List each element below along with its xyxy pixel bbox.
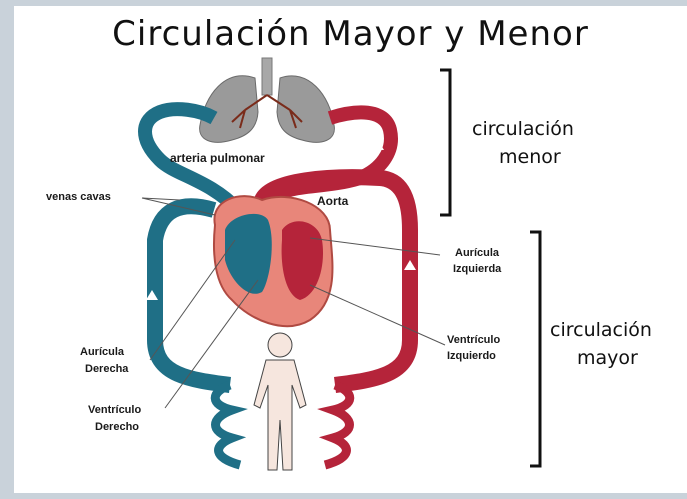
systemic-circuit bbox=[147, 169, 418, 393]
human-figure bbox=[253, 332, 307, 471]
diagram-panel: Circulación Mayor y Menor bbox=[14, 6, 687, 493]
flow-arrows bbox=[146, 126, 416, 300]
diagram-labels: arteria pulmonar venas cavas Aorta Auríc… bbox=[46, 151, 502, 433]
bronchi bbox=[231, 94, 303, 129]
label-auricula-izquierda-2: Izquierda bbox=[453, 263, 502, 275]
label-arteria-pulmonar: arteria pulmonar bbox=[170, 151, 265, 165]
label-ventriculo-izquierdo: Ventrículo bbox=[447, 334, 500, 346]
bracket-mayor bbox=[530, 230, 542, 468]
label-ventriculo-derecho-2: Derecho bbox=[95, 421, 139, 433]
figure-head bbox=[267, 332, 293, 358]
auricula-izquierda-leader bbox=[309, 237, 441, 256]
label-aorta: Aorta bbox=[317, 194, 349, 208]
label-ventriculo-izquierdo-2: Izquierdo bbox=[447, 350, 496, 362]
capillary-beds bbox=[210, 380, 355, 470]
heart-illustration bbox=[212, 195, 334, 328]
diagram-title: Circulación Mayor y Menor bbox=[112, 14, 589, 54]
bracket-menor bbox=[440, 68, 452, 217]
lungs-illustration bbox=[199, 57, 335, 143]
label-menor: menor bbox=[499, 146, 561, 168]
auricula-derecha-leader bbox=[149, 239, 236, 361]
venas-cavas-leader bbox=[141, 197, 216, 216]
arrow-icon bbox=[162, 126, 170, 138]
venous-capillaries bbox=[210, 380, 248, 470]
label-auricula-derecha: Aurícula bbox=[80, 346, 125, 358]
label-circulacion-mayor: circulación bbox=[550, 319, 652, 341]
label-auricula-izquierda: Aurícula bbox=[455, 247, 500, 259]
leader-lines bbox=[141, 197, 446, 409]
aorta-loop bbox=[254, 169, 418, 393]
arrow-icon bbox=[146, 290, 158, 300]
ventriculo-izquierdo-leader bbox=[309, 284, 446, 346]
bracket-labels: circulación menor circulación mayor bbox=[472, 118, 652, 369]
label-circulacion-menor: circulación bbox=[472, 118, 574, 140]
label-ventriculo-derecho: Ventrículo bbox=[88, 404, 141, 416]
label-venas-cavas: venas cavas bbox=[46, 191, 111, 203]
arrow-icon bbox=[372, 140, 384, 150]
left-heart-chambers bbox=[281, 221, 324, 300]
label-mayor: mayor bbox=[577, 347, 638, 369]
left-lung bbox=[199, 75, 259, 143]
arterial-capillaries bbox=[317, 380, 355, 470]
label-auricula-derecha-2: Derecha bbox=[85, 363, 129, 375]
arrow-icon bbox=[404, 260, 416, 270]
right-lung bbox=[276, 75, 335, 143]
right-heart-chambers bbox=[225, 213, 272, 294]
vena-cava-loop bbox=[147, 198, 231, 393]
ventriculo-derecho-leader bbox=[164, 279, 259, 409]
circulation-brackets bbox=[440, 68, 542, 468]
trachea bbox=[261, 57, 273, 96]
figure-body bbox=[253, 359, 307, 471]
pulmonary-artery-loop bbox=[138, 102, 244, 215]
